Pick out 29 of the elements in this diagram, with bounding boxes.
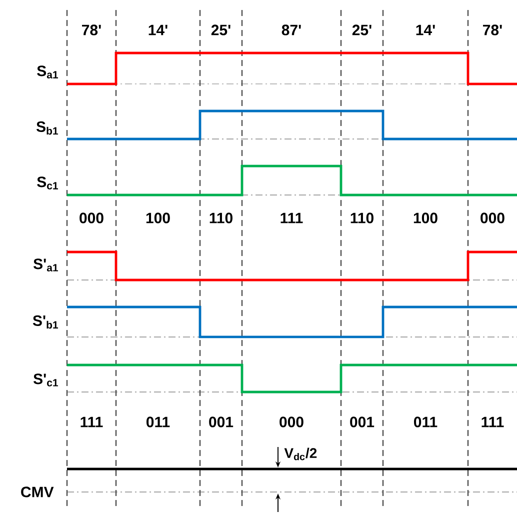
switching-state-label: 000 [280,416,304,428]
switching-state-label: 011 [146,416,170,428]
signal-label: S$_{c1}$ [37,176,58,190]
duration-label: 25' [352,24,372,36]
duration-label: 14' [148,24,168,36]
switching-state-label: 111 [482,416,504,428]
switching-state-label: 110 [210,212,232,224]
signal-label: S'$_{a1}$ [34,258,58,272]
signal-label: S'$_{b1}$ [32,315,58,329]
switching-state-label: 100 [414,212,438,224]
duration-label: 14' [416,24,435,36]
signal-label: S'$_{c1}$ [34,374,58,386]
switching-state-label: 001 [350,416,374,428]
duration-label: 78' [82,24,101,36]
switching-state-label: 111 [80,416,103,428]
switching-state-label: 011 [414,416,438,428]
duration-label: 25' [211,24,230,36]
voltage-label: V$_{dc}$/2 [284,448,317,460]
switching-state-label: 000 [80,212,104,224]
switching-state-label: 001 [209,416,234,428]
duration-label: 87' [282,24,301,36]
signal-label: S$_{b1}$ [36,121,58,135]
signal-label: S$_{a1}$ [37,66,58,78]
switching-state-label: 110 [350,212,374,224]
switching-state-label: 100 [146,212,170,224]
signal-label: CMV [21,486,54,498]
switching-state-label: 000 [480,212,504,224]
duration-label: 78' [483,24,502,36]
switching-state-label: 111 [280,212,303,224]
